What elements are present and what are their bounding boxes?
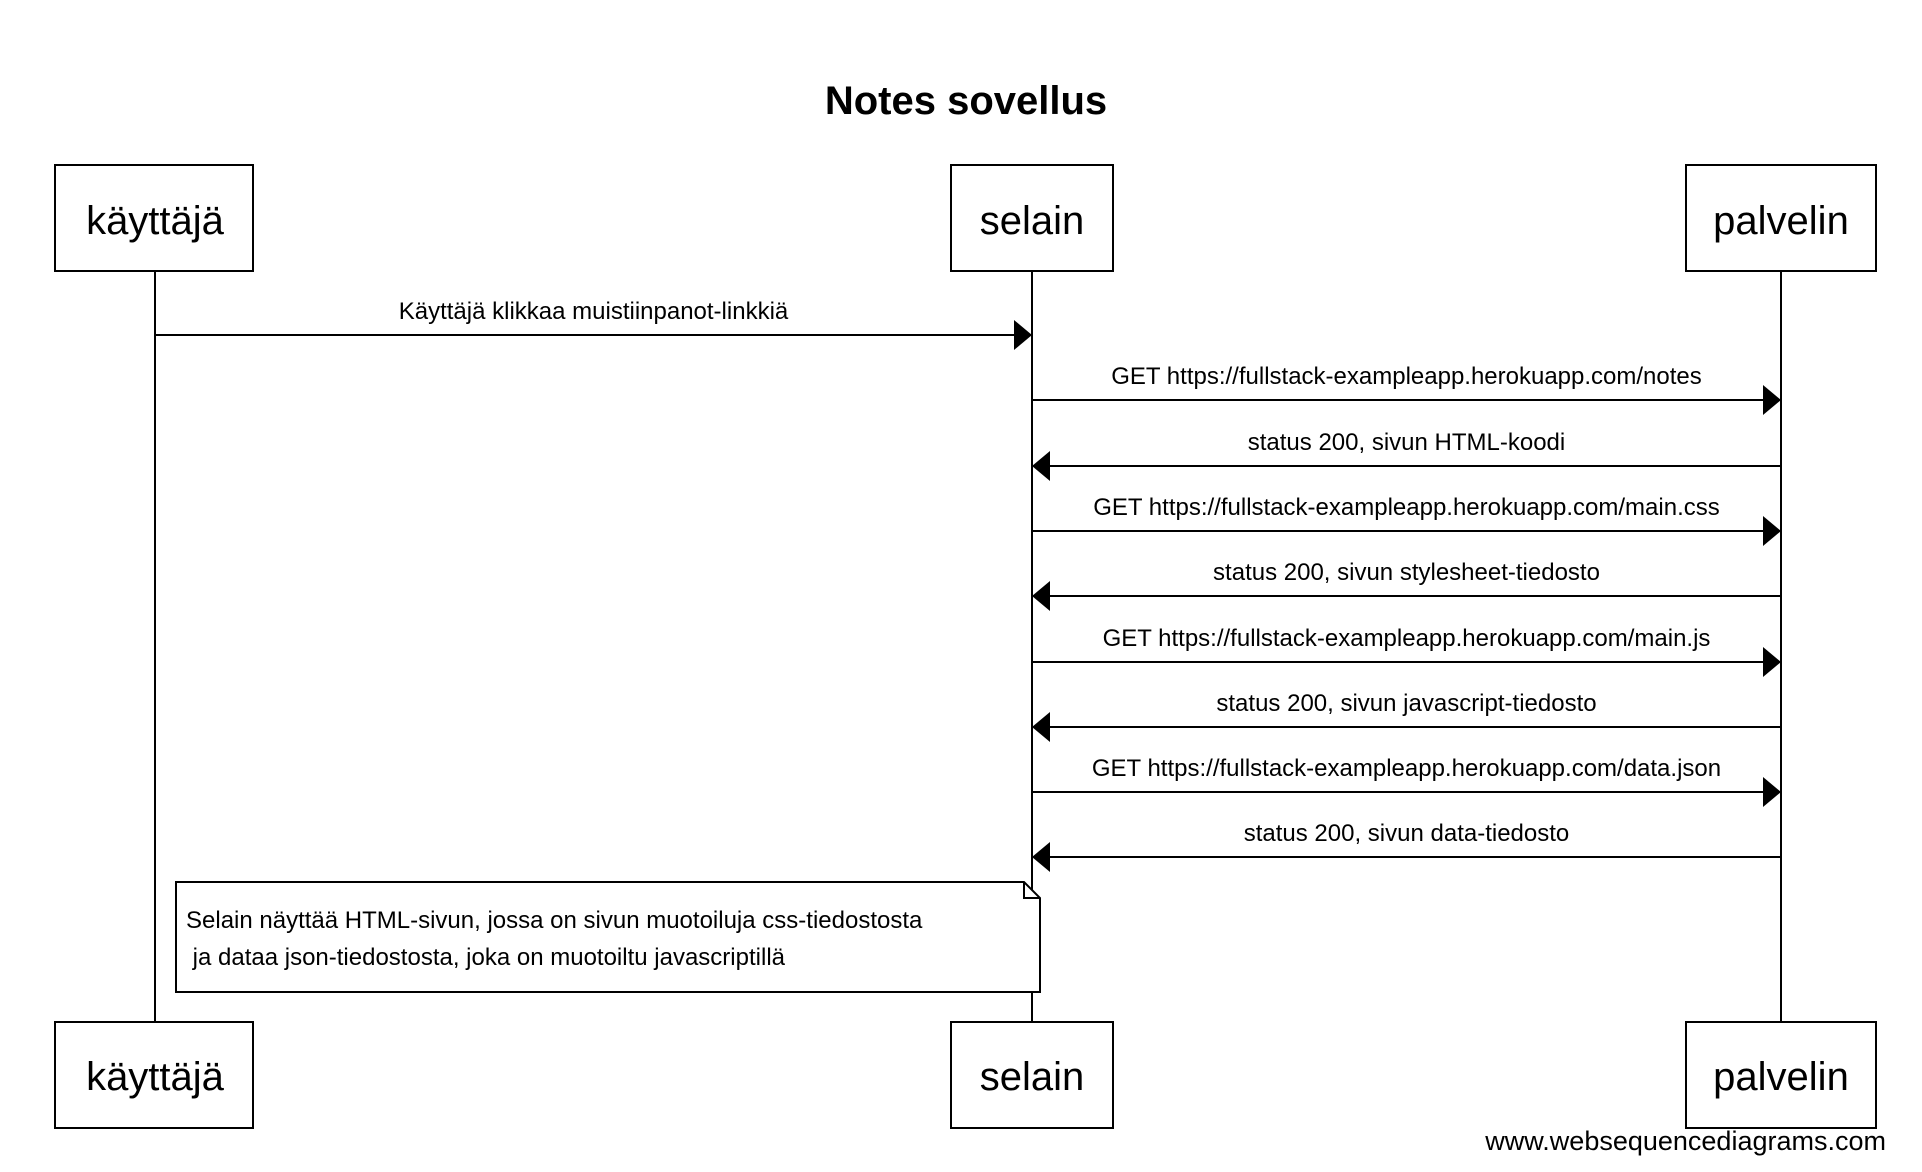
actor-top-kayttaja: käyttäjä (54, 164, 254, 272)
actor-label: selain (980, 199, 1085, 243)
actor-bottom-kayttaja: käyttäjä (54, 1021, 254, 1129)
actor-label: käyttäjä (86, 199, 225, 243)
actor-top-palvelin: palvelin (1685, 164, 1877, 272)
message-arrow: status 200, sivun javascript-tiedosto (1032, 690, 1781, 742)
message-arrow: GET https://fullstack-exampleapp.herokua… (1032, 625, 1781, 677)
message-label: status 200, sivun javascript-tiedosto (1216, 690, 1596, 717)
message-label: status 200, sivun stylesheet-tiedosto (1213, 559, 1600, 586)
message-arrow: status 200, sivun data-tiedosto (1032, 820, 1781, 872)
message-label: GET https://fullstack-exampleapp.herokua… (1093, 494, 1720, 521)
actor-label: palvelin (1713, 199, 1849, 243)
arrowhead-icon (1032, 842, 1050, 872)
arrowhead-icon (1014, 320, 1032, 350)
watermark-text: www.websequencediagrams.com (1484, 1126, 1886, 1156)
message-label: Käyttäjä klikkaa muistiinpanot-linkkiä (399, 298, 789, 325)
note-line-2: ja dataa json-tiedostosta, joka on muoto… (186, 944, 786, 971)
arrowhead-icon (1032, 451, 1050, 481)
message-label: GET https://fullstack-exampleapp.herokua… (1111, 363, 1702, 390)
arrowhead-icon (1763, 385, 1781, 415)
actor-label: selain (980, 1055, 1085, 1099)
message-label: GET https://fullstack-exampleapp.herokua… (1092, 755, 1721, 782)
message-arrow: Käyttäjä klikkaa muistiinpanot-linkkiä (155, 298, 1032, 350)
arrowhead-icon (1032, 581, 1050, 611)
message-arrow: GET https://fullstack-exampleapp.herokua… (1032, 755, 1781, 807)
arrowhead-icon (1763, 516, 1781, 546)
message-label: status 200, sivun HTML-koodi (1248, 429, 1565, 456)
message-label: status 200, sivun data-tiedosto (1244, 820, 1570, 847)
arrowhead-icon (1763, 777, 1781, 807)
arrowhead-icon (1763, 647, 1781, 677)
message-arrow: GET https://fullstack-exampleapp.herokua… (1032, 494, 1781, 546)
message-arrow: GET https://fullstack-exampleapp.herokua… (1032, 363, 1781, 415)
message-label: GET https://fullstack-exampleapp.herokua… (1103, 625, 1711, 652)
message-arrow: status 200, sivun HTML-koodi (1032, 429, 1781, 481)
arrowhead-icon (1032, 712, 1050, 742)
actor-label: käyttäjä (86, 1055, 225, 1099)
actor-bottom-palvelin: palvelin (1685, 1021, 1877, 1129)
actor-top-selain: selain (950, 164, 1114, 272)
actor-bottom-selain: selain (950, 1021, 1114, 1129)
note: Selain näyttää HTML-sivun, jossa on sivu… (175, 881, 1041, 993)
message-list: Käyttäjä klikkaa muistiinpanot-linkkiäGE… (155, 298, 1781, 872)
actor-label: palvelin (1713, 1055, 1849, 1099)
message-arrow: status 200, sivun stylesheet-tiedosto (1032, 559, 1781, 611)
note-line-1: Selain näyttää HTML-sivun, jossa on sivu… (186, 907, 923, 934)
diagram-title: Notes sovellus (825, 79, 1107, 123)
